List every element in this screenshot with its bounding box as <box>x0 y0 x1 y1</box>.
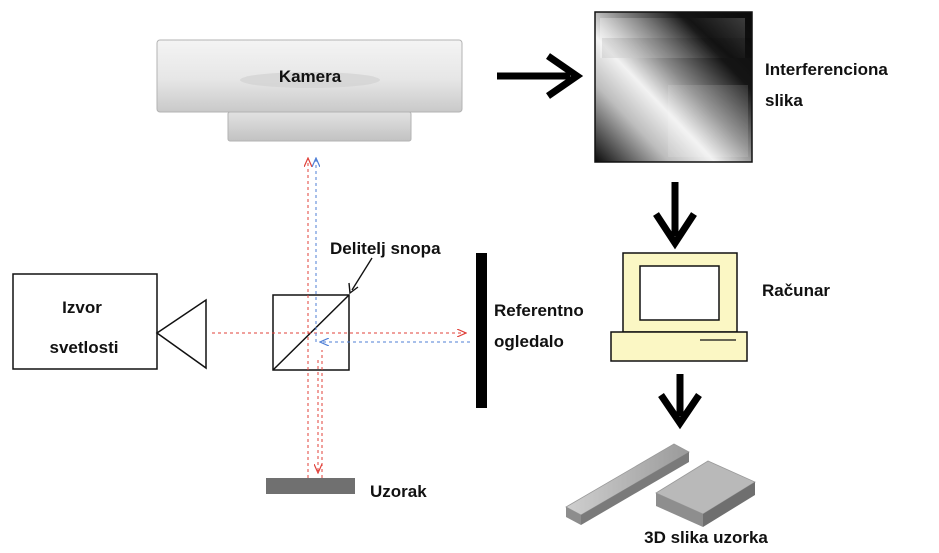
light-source-label-line1: Izvor <box>62 298 102 317</box>
light-source-box <box>12 273 158 370</box>
interference-image-label-line1: Interferenciona <box>765 60 888 79</box>
camera-lens-shadow <box>240 72 380 88</box>
light-source-cone <box>155 298 207 370</box>
computer-label: Računar <box>762 281 830 300</box>
result-3d-shapes <box>565 443 756 527</box>
result-3d-label: 3D slika uzorka <box>644 528 768 547</box>
block-right <box>703 482 755 527</box>
bar-side <box>566 507 581 525</box>
camera: Kamera <box>156 39 463 142</box>
reference-mirror <box>476 253 487 408</box>
computer-screen <box>639 265 720 321</box>
camera-label: Kamera <box>279 67 342 86</box>
beam-splitter-pointer <box>348 257 373 295</box>
light-beams <box>212 158 470 478</box>
light-source <box>12 273 207 370</box>
block-front <box>656 493 703 527</box>
computer <box>610 252 748 362</box>
computer-base <box>610 331 748 362</box>
sample <box>266 478 355 494</box>
bar-end <box>581 452 689 525</box>
reference-mirror-label-line1: Referentno <box>494 301 584 320</box>
reference-mirror-label-line2: ogledalo <box>494 332 564 351</box>
interference-image <box>594 11 753 163</box>
camera-base <box>227 111 412 142</box>
interference-image-label-line2: slika <box>765 91 803 110</box>
arrow-computer-to-3d <box>658 374 702 430</box>
beam-splitter-label: Delitelj snopa <box>330 239 441 258</box>
arrow-camera-to-image <box>497 53 584 99</box>
light-source-label-line2: svetlosti <box>50 338 119 357</box>
arrow-image-to-computer <box>653 182 697 250</box>
sample-label: Uzorak <box>370 482 427 501</box>
